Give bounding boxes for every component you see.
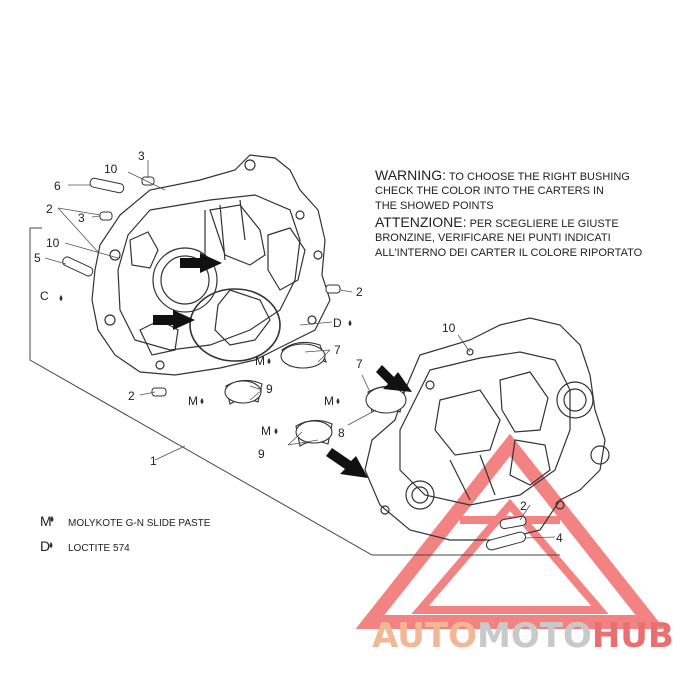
indicator-arrows: [153, 253, 412, 478]
attenzione-line-2: BRONZINE, VERIFICARE NEI PUNTI INDICATI: [375, 232, 611, 244]
callout-2: 2: [520, 499, 527, 513]
warning-line-1: WARNING: TO CHOOSE THE RIGHT BUSHING: [375, 167, 630, 184]
callout-2: 2: [356, 285, 363, 299]
lubricant-drop-symbols: [49, 295, 352, 548]
warning-line-3: THE SHOWED POINTS: [375, 200, 494, 212]
attenzione-line-3: ALL'INTERNO DEI CARTER IL COLORE RIPORTA…: [375, 247, 643, 259]
callout-3: 3: [78, 211, 85, 225]
left-crankcase-half: [91, 154, 331, 376]
watermark-hub: HUB: [591, 616, 674, 656]
callout-4: 4: [556, 531, 563, 545]
callout-9: 9: [258, 447, 265, 461]
callout-m: M: [188, 394, 198, 408]
callout-1: 1: [150, 454, 157, 468]
callout-5: 5: [34, 251, 41, 265]
callout-7: 7: [356, 357, 363, 371]
dowel-pins-left: [62, 176, 527, 551]
callout-3: 3: [138, 149, 145, 163]
callout-2: 2: [128, 389, 135, 403]
callout-8: 8: [338, 426, 345, 440]
callout-labels: 3 10 6 2 3 10 5 C 2 D 7 M 9 M 2 1 10 7 M…: [34, 149, 563, 545]
watermark-auto: AUTO: [372, 616, 477, 656]
callout-2: 2: [46, 202, 53, 216]
callout-m: M: [324, 394, 334, 408]
assembly-bracket: [29, 227, 560, 556]
callout-d: D: [333, 316, 342, 330]
callout-6: 6: [54, 179, 61, 193]
callout-m: M: [261, 424, 271, 438]
callout-10: 10: [46, 236, 60, 250]
leader-lines: [44, 160, 556, 539]
attenzione-line-1: ATTENZIONE: PER SCEGLIERE LE GIUSTE: [375, 214, 619, 231]
callout-c: C: [40, 289, 49, 303]
callout-10: 10: [104, 162, 118, 176]
callout-7: 7: [334, 343, 341, 357]
watermark-text: AUTOMOTOHUB: [372, 616, 674, 656]
callout-9: 9: [266, 382, 273, 396]
callout-m: M: [255, 354, 265, 368]
callout-10: 10: [442, 321, 456, 335]
right-crankcase-half: [364, 317, 610, 541]
warning-line-2: CHECK THE COLOR INTO THE CARTERS IN: [375, 185, 605, 197]
watermark-moto: MOTO: [476, 616, 592, 656]
